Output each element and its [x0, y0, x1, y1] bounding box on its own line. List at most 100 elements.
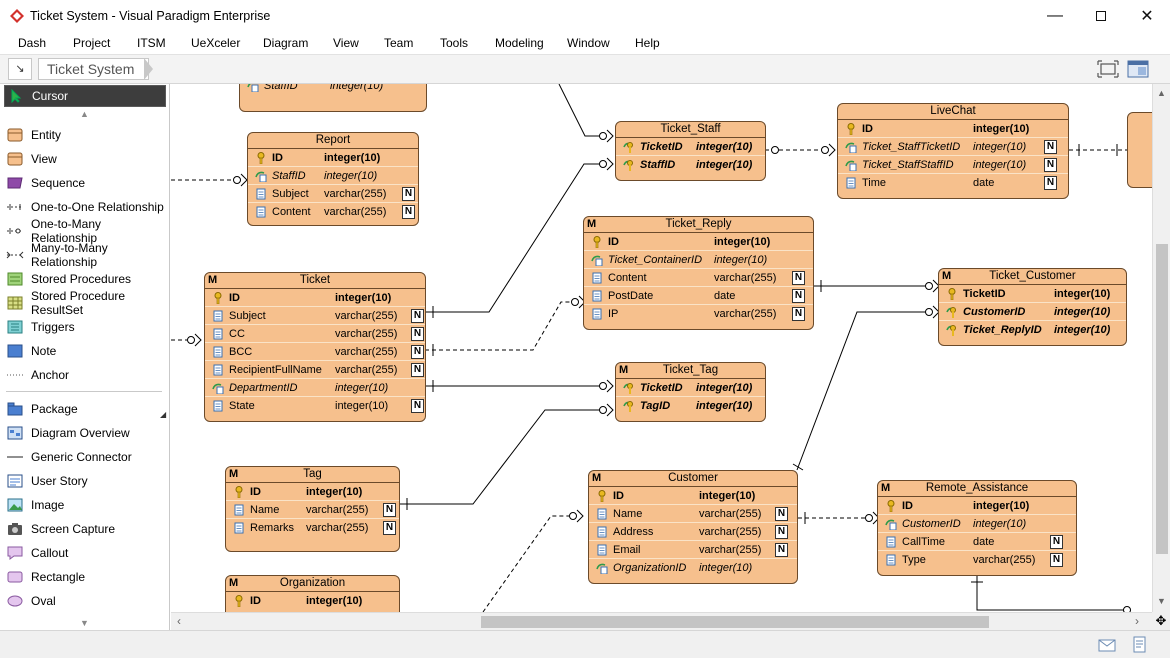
fit-diagram-icon[interactable]: [1097, 60, 1119, 78]
entity-column-row[interactable]: IPvarchar(255)N: [584, 305, 813, 323]
entity-column-row[interactable]: IDinteger(10): [248, 149, 418, 167]
tool-stored-procedures[interactable]: Stored Procedures: [4, 268, 166, 290]
menu-uexceler[interactable]: UeXceler: [191, 36, 240, 50]
entity-column-row[interactable]: IDinteger(10): [584, 233, 813, 251]
entity-column-row[interactable]: Contentvarchar(255)N: [584, 269, 813, 287]
minimize-button[interactable]: —: [1032, 0, 1078, 32]
entity-column-row[interactable]: Addressvarchar(255)N: [589, 523, 797, 541]
vertical-scroll-thumb[interactable]: [1156, 244, 1168, 554]
entity-ticket-tag[interactable]: MTicket_TagTicketIDinteger(10)TagIDinteg…: [615, 362, 766, 422]
pan-icon[interactable]: ✥: [1152, 612, 1170, 630]
menu-diagram[interactable]: Diagram: [263, 36, 308, 50]
tool-package[interactable]: Package: [4, 398, 166, 420]
entity-livechat[interactable]: LiveChatIDinteger(10)Ticket_StaffTicketI…: [837, 103, 1069, 199]
tool-cursor[interactable]: Cursor: [4, 85, 166, 107]
entity-column-row[interactable]: TicketIDinteger(10): [616, 138, 765, 156]
vertical-scrollbar[interactable]: ▲ ▼: [1152, 84, 1170, 612]
entity-column-row[interactable]: PostDatedateN: [584, 287, 813, 305]
tool-diagram-overview[interactable]: Diagram Overview: [4, 422, 166, 444]
entity-column-row[interactable]: TicketIDinteger(10): [616, 379, 765, 397]
entity-column-row[interactable]: IDinteger(10): [205, 289, 425, 307]
entity-column-row[interactable]: Ticket_StaffStaffIDinteger(10)N: [838, 156, 1068, 174]
diagram-navigator-button[interactable]: ↘: [8, 58, 32, 80]
entity-column-row[interactable]: IDinteger(10): [589, 487, 797, 505]
menu-modeling[interactable]: Modeling: [495, 36, 544, 50]
entity-organization[interactable]: MOrganizationIDinteger(10): [225, 575, 400, 612]
diagram-panel-icon[interactable]: [1127, 60, 1149, 78]
entity-staff[interactable]: StaffIDinteger(10): [239, 84, 427, 112]
diagram-canvas[interactable]: StaffIDinteger(10) ReportIDinteger(10)St…: [171, 84, 1152, 612]
entity-remote-assistance[interactable]: MRemote_AssistanceIDinteger(10)CustomerI…: [877, 480, 1077, 576]
entity-ticket-staff[interactable]: Ticket_StaffTicketIDinteger(10)StaffIDin…: [615, 121, 766, 181]
entity-column-row[interactable]: StaffIDinteger(10): [248, 167, 418, 185]
entity-column-row[interactable]: RecipientFullNamevarchar(255)N: [205, 361, 425, 379]
entity-column-row[interactable]: Ticket_StaffTicketIDinteger(10)N: [838, 138, 1068, 156]
tool-note[interactable]: Note: [4, 340, 166, 362]
tool-entity[interactable]: Entity: [4, 124, 166, 146]
entity-column-row[interactable]: IDinteger(10): [838, 120, 1068, 138]
horizontal-scrollbar[interactable]: ‹ ›: [171, 612, 1152, 630]
entity-ticket-reply[interactable]: MTicket_ReplyIDinteger(10)Ticket_Contain…: [583, 216, 814, 330]
entity-column-row[interactable]: Contentvarchar(255)N: [248, 203, 418, 221]
mail-icon[interactable]: [1098, 639, 1116, 652]
entity-column-row[interactable]: CallTimedateN: [878, 533, 1076, 551]
entity-column-row[interactable]: StaffIDinteger(10): [240, 84, 426, 95]
tool-triggers[interactable]: Triggers: [4, 316, 166, 338]
entity-column-row[interactable]: TagIDinteger(10): [616, 397, 765, 415]
document-edit-icon[interactable]: [1132, 636, 1148, 654]
package-expand-icon[interactable]: ◢: [160, 410, 166, 419]
entity-tag[interactable]: MTagIDinteger(10)Namevarchar(255)NRemark…: [225, 466, 400, 552]
entity-column-row[interactable]: Ticket_ReplyIDinteger(10): [939, 321, 1126, 339]
entity-column-row[interactable]: DepartmentIDinteger(10): [205, 379, 425, 397]
entity-column-row[interactable]: CCvarchar(255)N: [205, 325, 425, 343]
entity-report[interactable]: ReportIDinteger(10)StaffIDinteger(10)Sub…: [247, 132, 419, 226]
entity-column-row[interactable]: TicketIDinteger(10): [939, 285, 1126, 303]
entity-column-row[interactable]: Subjectvarchar(255)N: [205, 307, 425, 325]
entity-column-row[interactable]: IDinteger(10): [878, 497, 1076, 515]
entity-column-row[interactable]: Typevarchar(255)N: [878, 551, 1076, 569]
menu-view[interactable]: View: [333, 36, 359, 50]
entity-column-row[interactable]: StaffIDinteger(10): [616, 156, 765, 174]
entity-column-row[interactable]: Namevarchar(255)N: [589, 505, 797, 523]
menu-team[interactable]: Team: [384, 36, 413, 50]
menu-help[interactable]: Help: [635, 36, 660, 50]
scroll-right-icon[interactable]: ›: [1135, 614, 1139, 628]
entity-column-row[interactable]: BCCvarchar(255)N: [205, 343, 425, 361]
entity-column-row[interactable]: IDinteger(10): [226, 592, 399, 610]
palette-scroll-down-icon[interactable]: ▼: [80, 618, 89, 628]
tool-callout[interactable]: Callout: [4, 542, 166, 564]
tool-user-story[interactable]: User Story: [4, 470, 166, 492]
entity-column-row[interactable]: IDinteger(10): [226, 483, 399, 501]
close-button[interactable]: ✕: [1124, 0, 1170, 32]
palette-scroll-up-icon[interactable]: ▲: [80, 109, 89, 119]
tool-image[interactable]: Image: [4, 494, 166, 516]
tool-screen-capture[interactable]: Screen Capture: [4, 518, 166, 540]
tool-oval[interactable]: Oval: [4, 590, 166, 612]
entity-column-row[interactable]: Namevarchar(255)N: [226, 501, 399, 519]
horizontal-scroll-thumb[interactable]: [481, 616, 989, 628]
entity-column-row[interactable]: Remarksvarchar(255)N: [226, 519, 399, 537]
entity-column-row[interactable]: OrganizationIDinteger(10): [589, 559, 797, 577]
tool-many-to-many[interactable]: Many-to-Many Relationship: [4, 244, 166, 266]
entity-ticket[interactable]: MTicketIDinteger(10)Subjectvarchar(255)N…: [204, 272, 426, 422]
scroll-left-icon[interactable]: ‹: [177, 614, 181, 628]
maximize-button[interactable]: [1078, 0, 1124, 32]
tool-one-to-many[interactable]: One-to-Many Relationship: [4, 220, 166, 242]
entity-column-row[interactable]: CustomerIDinteger(10): [939, 303, 1126, 321]
entity-column-row[interactable]: Stateinteger(10)N: [205, 397, 425, 415]
tool-anchor[interactable]: Anchor: [4, 364, 166, 386]
entity-column-row[interactable]: Subjectvarchar(255)N: [248, 185, 418, 203]
breadcrumb[interactable]: Ticket System: [38, 58, 149, 80]
scroll-up-icon[interactable]: ▲: [1157, 88, 1166, 98]
entity-column-row[interactable]: Ticket_ContainerIDinteger(10): [584, 251, 813, 269]
entity-column-row[interactable]: CustomerIDinteger(10): [878, 515, 1076, 533]
entity-ticket-customer[interactable]: MTicket_CustomerTicketIDinteger(10)Custo…: [938, 268, 1127, 346]
tool-rectangle[interactable]: Rectangle: [4, 566, 166, 588]
menu-dash[interactable]: Dash: [18, 36, 46, 50]
tool-sequence[interactable]: Sequence: [4, 172, 166, 194]
tool-generic-connector[interactable]: Generic Connector: [4, 446, 166, 468]
entity-offscreen[interactable]: [1127, 112, 1152, 188]
entity-customer[interactable]: MCustomerIDinteger(10)Namevarchar(255)NA…: [588, 470, 798, 584]
menu-tools[interactable]: Tools: [440, 36, 468, 50]
scroll-down-icon[interactable]: ▼: [1157, 596, 1166, 606]
